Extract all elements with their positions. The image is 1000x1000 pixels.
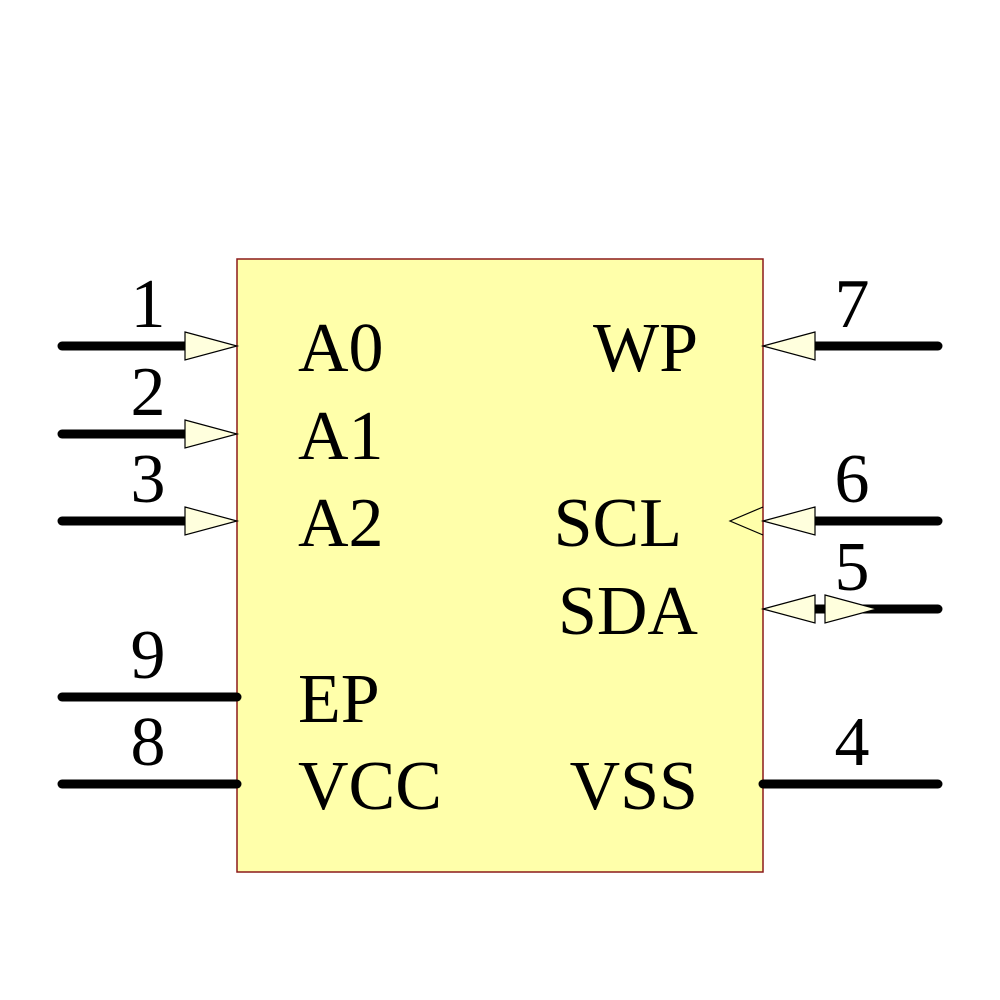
pin-5[interactable]: 5 SDA — [558, 529, 943, 650]
pin-3-input-arrow-icon — [184, 506, 240, 536]
pin-7-name: WP — [593, 310, 698, 387]
pin-4-name: VSS — [570, 748, 698, 825]
pin-6[interactable]: 6 SCL — [554, 441, 943, 562]
pin-7-input-arrow-icon — [760, 331, 816, 361]
pin-7-number: 7 — [835, 266, 870, 343]
pin-9[interactable]: 9 EP — [57, 617, 380, 738]
pin-5-inward-arrow-icon — [760, 594, 816, 624]
pin-4[interactable]: 4 VSS — [570, 704, 943, 825]
pin-8-name: VCC — [298, 748, 442, 825]
pin-2-name: A1 — [298, 398, 384, 475]
pin-6-name: SCL — [554, 485, 682, 562]
pin-8-number: 8 — [131, 704, 166, 781]
pin-7[interactable]: 7 WP — [593, 266, 943, 387]
pin-2-input-arrow-icon — [184, 419, 240, 449]
pin-2[interactable]: 2 A1 — [57, 354, 384, 475]
pin-9-name: EP — [298, 661, 380, 738]
pin-6-clock-icon — [728, 506, 764, 536]
pin-1[interactable]: 1 A0 — [57, 266, 384, 387]
pin-1-number: 1 — [131, 266, 166, 343]
pin-2-number: 2 — [131, 354, 166, 431]
pin-1-name: A0 — [298, 310, 384, 387]
pin-8[interactable]: 8 VCC — [57, 704, 442, 825]
pin-3-number: 3 — [131, 441, 166, 518]
pin-1-input-arrow-icon — [184, 331, 240, 361]
ic-body — [236, 258, 764, 873]
pin-4-number: 4 — [835, 704, 870, 781]
pin-5-outward-arrow-icon — [824, 594, 880, 624]
pin-3-name: A2 — [298, 485, 384, 562]
pin-6-number: 6 — [835, 441, 870, 518]
pin-5-number: 5 — [835, 529, 870, 606]
pin-9-number: 9 — [131, 617, 166, 694]
pin-6-input-arrow-icon — [760, 506, 816, 536]
pin-3[interactable]: 3 A2 — [57, 441, 384, 562]
pin-5-name: SDA — [558, 573, 698, 650]
